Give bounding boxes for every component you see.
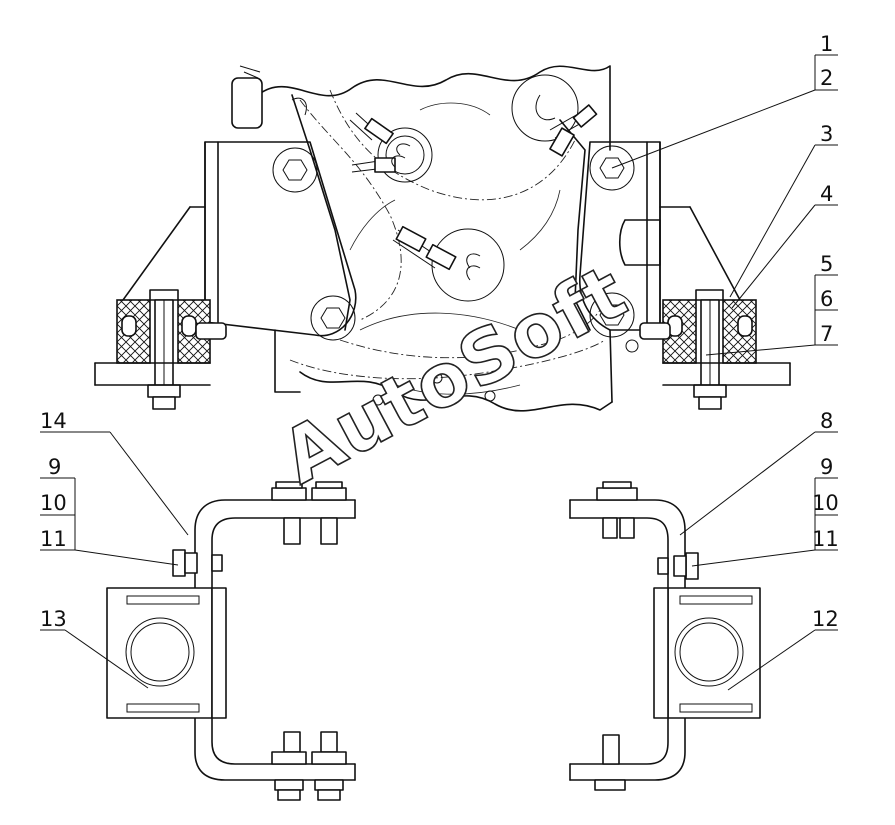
left-bracket-plate [122, 141, 357, 341]
left-rubber-mount [94, 289, 227, 410]
callout-11-left: 11 [40, 527, 67, 551]
callout-7: 7 [820, 322, 833, 346]
callout-5: 5 [820, 252, 833, 276]
callout-4: 4 [820, 182, 833, 206]
callout-8: 8 [820, 409, 833, 433]
leader-lines [40, 54, 838, 691]
callout-9-right: 9 [820, 455, 833, 479]
right-rubber-mount [639, 289, 791, 410]
callout-6: 6 [820, 287, 833, 311]
callout-13: 13 [40, 607, 67, 631]
callout-10-left: 10 [40, 491, 67, 515]
right-bracket-plate [579, 141, 741, 338]
callout-12: 12 [812, 607, 839, 631]
callout-10-right: 10 [812, 491, 839, 515]
callout-1: 1 [820, 32, 833, 56]
callout-11-right: 11 [812, 527, 839, 551]
left-u-bracket [106, 481, 356, 801]
callout-14: 14 [40, 409, 67, 433]
callout-2: 2 [820, 66, 833, 90]
engine-block [231, 65, 639, 412]
right-u-bracket [569, 481, 761, 791]
callout-9-left: 9 [48, 455, 61, 479]
callout-3: 3 [820, 122, 833, 146]
autosoft-watermark: AutoSoft [268, 248, 640, 500]
